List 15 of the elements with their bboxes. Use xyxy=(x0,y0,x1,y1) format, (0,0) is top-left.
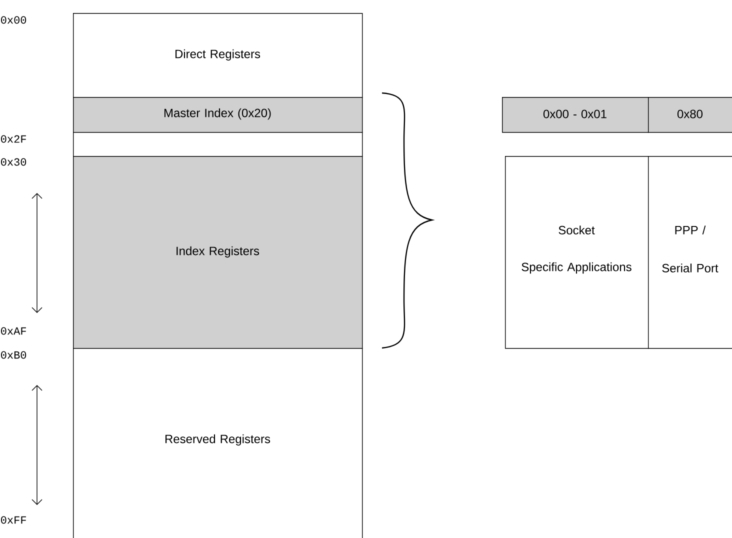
register-box: 0x00 - 0x01 xyxy=(502,97,649,133)
empty-box xyxy=(73,132,363,157)
address-label: 0x30 xyxy=(1,158,26,166)
register-box: PPP / Serial Port xyxy=(648,156,732,349)
address-label: 0xB0 xyxy=(1,351,26,359)
register-box: Master Index (0x20) xyxy=(73,97,363,133)
register-box: Direct Registers xyxy=(73,13,363,98)
address-label: 0xFF xyxy=(1,516,26,524)
register-box: Reserved Registers xyxy=(73,348,363,538)
address-label: 0x2F xyxy=(1,135,26,143)
register-box: 0x80 xyxy=(648,97,732,133)
address-label: 0xAF xyxy=(1,327,26,335)
address-label: 0x00 xyxy=(1,16,26,24)
register-box: Index Registers xyxy=(73,156,363,349)
register-box: Socket Specific Applications xyxy=(505,156,649,349)
